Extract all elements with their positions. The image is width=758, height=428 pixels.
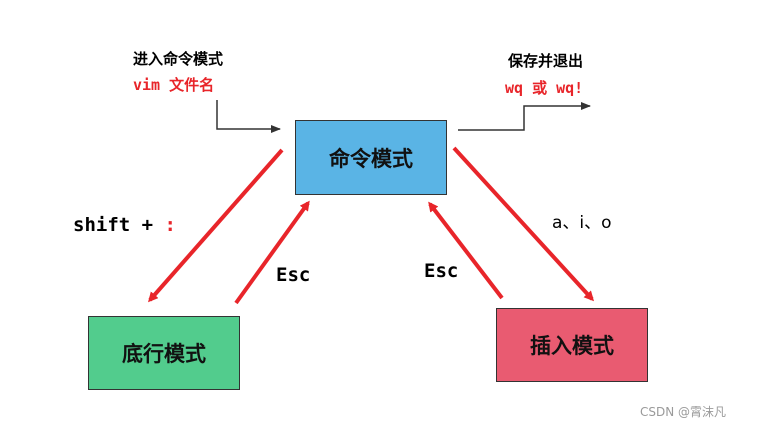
shift-plus-text: shift + (73, 214, 165, 236)
command-mode-box: 命令模式 (295, 120, 447, 195)
insert-mode-box: 插入模式 (496, 308, 648, 382)
arrow-command-to-bottom (148, 148, 284, 303)
save-exit-command: wq 或 wq! (505, 79, 584, 97)
colon-key: : (164, 214, 176, 236)
arrow-bottom-to-command (234, 200, 310, 305)
command-mode-label: 命令模式 (329, 146, 413, 171)
enter-arrow (216, 100, 281, 133)
to-bottom-line-keys: shift + : (73, 214, 176, 236)
save-exit-title: 保存并退出 (508, 52, 584, 70)
arrow-command-to-insert (452, 146, 595, 302)
bottom-line-mode-box: 底行模式 (88, 316, 240, 390)
esc-label-bottom: Esc (276, 264, 311, 286)
insert-mode-label: 插入模式 (530, 334, 614, 358)
enter-command: vim 文件名 (133, 76, 215, 94)
bottom-line-mode-label: 底行模式 (122, 342, 206, 366)
csdn-watermark: CSDN @霄沫凡 (640, 405, 727, 419)
save-exit-arrow (458, 102, 591, 131)
to-insert-keys: a、i、o (552, 213, 612, 233)
arrow-insert-to-command (428, 201, 504, 300)
esc-label-insert: Esc (424, 260, 459, 282)
enter-command-mode-title: 进入命令模式 (133, 50, 224, 68)
